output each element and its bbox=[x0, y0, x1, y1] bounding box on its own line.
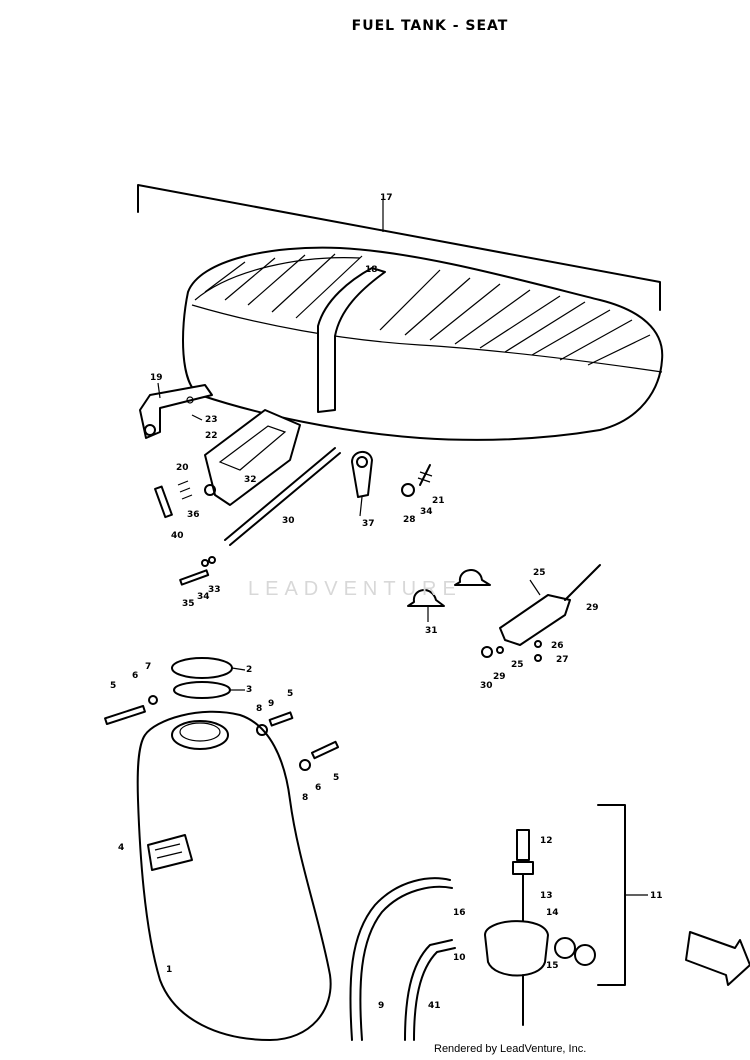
callout-19: 19 bbox=[150, 373, 163, 383]
callout-25: 25 bbox=[533, 568, 546, 578]
callout-22: 22 bbox=[205, 431, 218, 441]
callout-12: 12 bbox=[540, 836, 553, 846]
hinge-bracket bbox=[139, 384, 213, 439]
seat bbox=[182, 246, 664, 441]
callout-29b: 29 bbox=[493, 672, 506, 682]
callout-16: 16 bbox=[453, 908, 466, 918]
callout-26: 26 bbox=[551, 641, 564, 651]
callout-2: 2 bbox=[246, 665, 252, 675]
callout-1: 1 bbox=[166, 965, 172, 975]
callout-21: 21 bbox=[432, 496, 445, 506]
fuel-tank bbox=[136, 710, 332, 1041]
watermark: LEADVENTURE bbox=[248, 578, 462, 600]
callout-17: 17 bbox=[380, 193, 393, 203]
callout-9b: 9 bbox=[378, 1001, 384, 1011]
callout-14: 14 bbox=[546, 908, 559, 918]
callout-30: 30 bbox=[282, 516, 295, 526]
callout-4: 4 bbox=[118, 843, 124, 853]
callout-18: 18 bbox=[365, 265, 378, 275]
callout-36: 36 bbox=[187, 510, 200, 520]
callout-6: 6 bbox=[132, 671, 138, 681]
fuel-cap bbox=[171, 657, 233, 699]
seat-assembly-bracket bbox=[137, 184, 661, 311]
render-credit: Rendered by LeadVenture, Inc. bbox=[434, 1043, 587, 1055]
leader-lines bbox=[157, 382, 648, 896]
callout-9: 9 bbox=[268, 699, 274, 709]
callout-5: 5 bbox=[110, 681, 116, 691]
callout-41: 41 bbox=[428, 1001, 441, 1011]
seat-lock-catch bbox=[351, 451, 373, 498]
seat-pleats bbox=[204, 253, 651, 366]
front-arrow-icon bbox=[685, 931, 750, 986]
callout-10: 10 bbox=[453, 953, 466, 963]
callout-34: 34 bbox=[420, 507, 433, 517]
callout-35: 35 bbox=[182, 599, 195, 609]
callout-3: 3 bbox=[246, 685, 252, 695]
bolt-group-right bbox=[401, 464, 433, 497]
callout-29: 29 bbox=[586, 603, 599, 613]
callout-7: 7 bbox=[145, 662, 151, 672]
seat-side-bracket bbox=[481, 564, 601, 662]
callout-8b: 8 bbox=[302, 793, 308, 803]
callout-11: 11 bbox=[650, 891, 663, 901]
callout-31: 31 bbox=[425, 626, 438, 636]
callout-15: 15 bbox=[546, 961, 559, 971]
callout-labels: 17 18 19 23 22 32 20 30 40 36 28 34 21 3… bbox=[110, 193, 663, 1011]
callout-27: 27 bbox=[556, 655, 569, 665]
callout-30b: 30 bbox=[480, 681, 493, 691]
hinge-rod bbox=[224, 447, 341, 546]
callout-34b: 34 bbox=[197, 592, 210, 602]
seat-frame-bracket bbox=[204, 409, 301, 506]
bolt-group-left bbox=[154, 480, 216, 586]
fuel-hoses bbox=[349, 877, 456, 1041]
tank-mount-bolts bbox=[104, 695, 340, 771]
callout-40: 40 bbox=[171, 531, 184, 541]
callout-28: 28 bbox=[403, 515, 416, 525]
callout-13: 13 bbox=[540, 891, 553, 901]
callout-5c: 5 bbox=[333, 773, 339, 783]
callout-8: 8 bbox=[256, 704, 262, 714]
callout-23: 23 bbox=[205, 415, 218, 425]
callout-5b: 5 bbox=[287, 689, 293, 699]
callout-33: 33 bbox=[208, 585, 221, 595]
callout-37: 37 bbox=[362, 519, 375, 529]
fuel-cock bbox=[484, 804, 626, 1026]
rubber-cushions bbox=[407, 569, 491, 607]
page-title: FUEL TANK - SEAT bbox=[351, 18, 509, 34]
callout-32: 32 bbox=[244, 475, 257, 485]
callout-6b: 6 bbox=[315, 783, 321, 793]
tank-emblem bbox=[147, 834, 193, 871]
callout-20: 20 bbox=[176, 463, 189, 473]
callout-25b: 25 bbox=[511, 660, 524, 670]
